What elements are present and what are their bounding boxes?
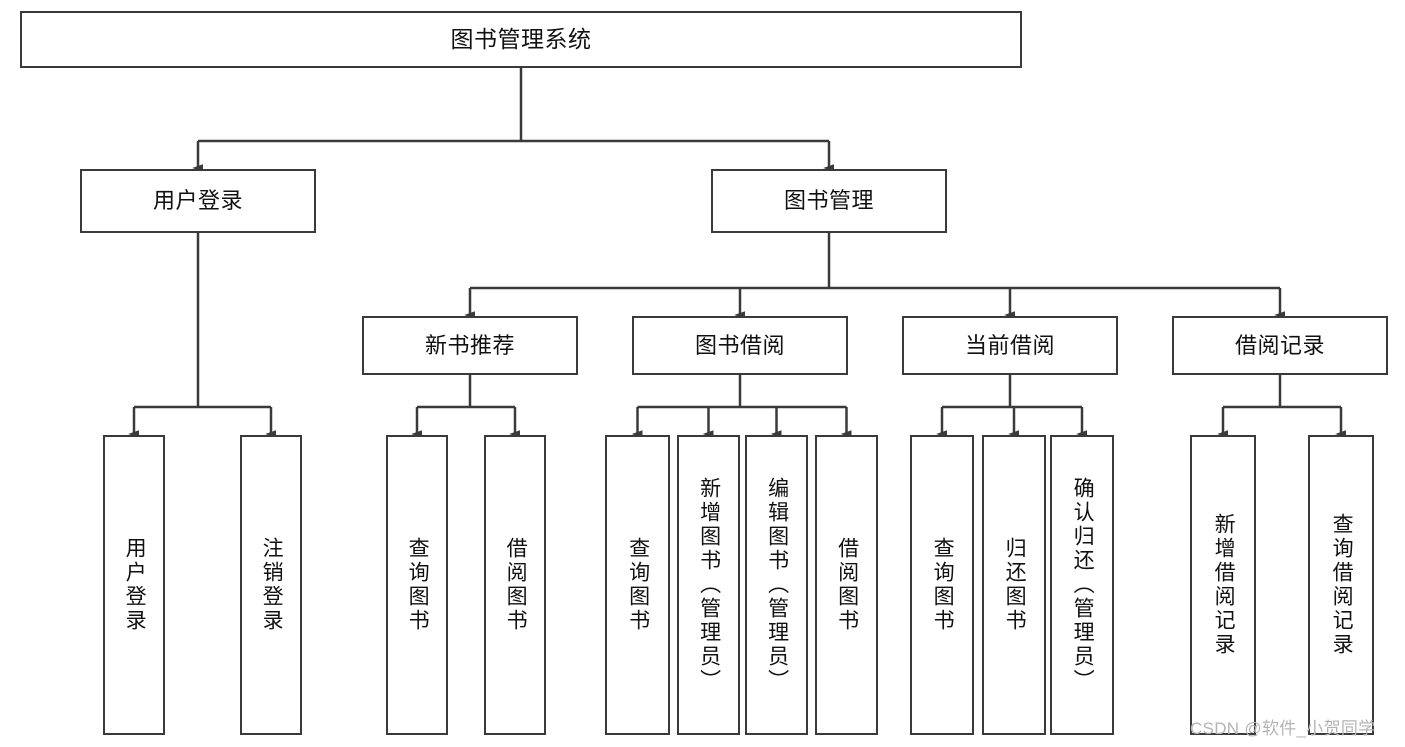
node-label: 用户登录 — [152, 188, 243, 214]
node-l2-c: 当前借阅 — [902, 316, 1118, 375]
node-label: 图书管理 — [783, 188, 874, 214]
node-leaf-4: 借阅图书 — [484, 435, 546, 735]
node-leaf-8: 借阅图书 — [815, 435, 878, 735]
node-label: 图书管理系统 — [450, 26, 592, 53]
node-leaf-6: 新增图书（管理员） — [677, 435, 740, 735]
node-label: 借阅记录 — [1234, 332, 1325, 358]
node-label: 查询图书 — [626, 537, 650, 633]
node-leaf-1: 用户登录 — [103, 435, 165, 735]
node-label: 查询借阅记录 — [1330, 513, 1354, 657]
node-leaf-5: 查询图书 — [605, 435, 670, 735]
node-l1-a: 用户登录 — [80, 169, 316, 233]
node-label: 借阅图书 — [835, 537, 859, 633]
node-label: 用户登录 — [123, 537, 147, 633]
node-label: 新增借阅记录 — [1212, 513, 1236, 657]
csdn-watermark: CSDN @软件_小贺同学 — [1190, 719, 1376, 738]
node-label: 查询图书 — [406, 537, 430, 633]
node-leaf-13: 查询借阅记录 — [1308, 435, 1374, 735]
node-label: 注销登录 — [260, 537, 284, 633]
node-label: 确认归还（管理员） — [1071, 477, 1095, 693]
node-leaf-10: 归还图书 — [982, 435, 1046, 735]
node-l2-b: 图书借阅 — [632, 316, 848, 375]
node-label: 查询图书 — [931, 537, 955, 633]
node-leaf-3: 查询图书 — [386, 435, 448, 735]
node-leaf-11: 确认归还（管理员） — [1050, 435, 1114, 735]
node-leaf-12: 新增借阅记录 — [1190, 435, 1256, 735]
node-label: 借阅图书 — [504, 537, 528, 633]
node-root: 图书管理系统 — [20, 11, 1022, 68]
node-label: 新增图书（管理员） — [697, 477, 721, 693]
node-leaf-9: 查询图书 — [910, 435, 974, 735]
node-leaf-2: 注销登录 — [240, 435, 302, 735]
node-label: 归还图书 — [1003, 537, 1027, 633]
node-l1-b: 图书管理 — [711, 169, 947, 233]
node-l2-a: 新书推荐 — [362, 316, 578, 375]
node-label: 编辑图书（管理员） — [765, 477, 789, 693]
node-label: 当前借阅 — [964, 332, 1055, 358]
node-label: 新书推荐 — [424, 332, 515, 358]
node-label: 图书借阅 — [694, 332, 785, 358]
node-leaf-7: 编辑图书（管理员） — [745, 435, 808, 735]
node-l2-d: 借阅记录 — [1172, 316, 1388, 375]
